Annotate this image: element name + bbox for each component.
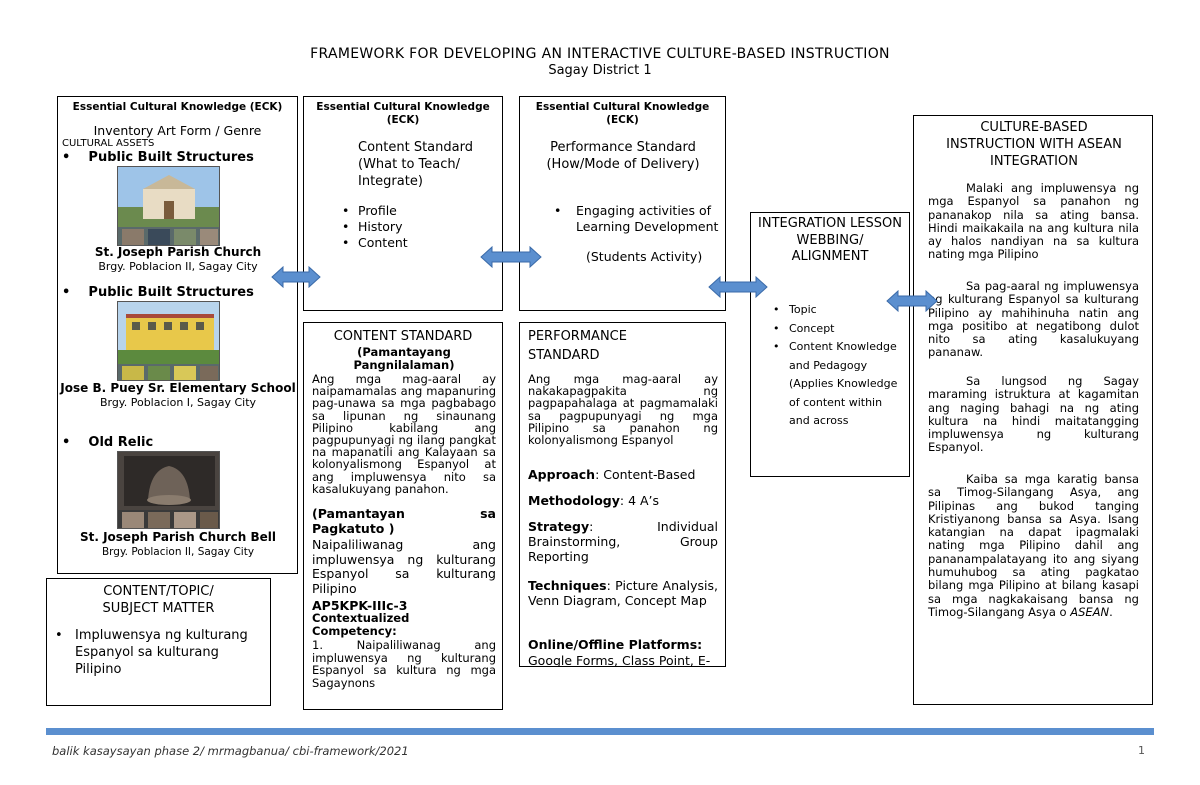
topic-title: CONTENT/TOPIC/ SUBJECT MATTER — [47, 583, 270, 617]
school-photo — [117, 301, 220, 381]
integration-list: Topic Concept Content Knowledge and Peda… — [769, 301, 901, 431]
church-photo — [117, 166, 220, 246]
performance-item-text: Engaging activities of Learning Developm… — [576, 203, 719, 234]
bell-photo — [117, 451, 220, 529]
asset-heading-2: • Public Built Structures — [62, 285, 254, 300]
double-arrow-icon — [886, 290, 938, 312]
church-location: Brgy. Poblacion II, Sagay City — [98, 260, 258, 273]
competency-label: Contextualized Competency: — [312, 611, 410, 638]
asean-emphasis: ASEAN — [1070, 604, 1110, 619]
asset-heading-3: • Old Relic — [62, 435, 154, 450]
performance-standard-detail-box: PERFORMANCE STANDARD Ang mga mag-aaral a… — [519, 322, 726, 667]
content-standard-title: CONTENT STANDARD — [333, 329, 473, 344]
asean-paragraph-2: Sa pag-aaral ng impluwensya ng kulturang… — [928, 279, 1139, 360]
church-caption: St. Joseph Parish Church Brgy. Poblacion… — [58, 245, 297, 274]
list-item: Content — [338, 235, 488, 251]
content-standard-list: Profile History Content — [338, 203, 488, 251]
techniques-value: : Picture Analysis, Venn Diagram, Concep… — [528, 578, 718, 608]
content-standard-heading: Content Standard (What to Teach/ Integra… — [358, 140, 473, 189]
pagkatuto-body: Naipaliliwanag ang impluwensya ng kultur… — [312, 537, 496, 596]
platforms-label: Online/Offline Platforms: — [528, 637, 703, 652]
content-standard-body: Ang mga mag-aaral ay naipamamalas ang ma… — [312, 372, 496, 496]
asean-integration-box: CULTURE-BASED INSTRUCTION WITH ASEAN INT… — [913, 115, 1153, 705]
school-location: Brgy. Poblacion I, Sagay City — [99, 396, 257, 409]
school-name: Jose B. Puey Sr. Elementary School — [60, 381, 296, 395]
topic-item: • Impluwensya ng kulturang Espanyol sa k… — [55, 628, 248, 677]
church-name: St. Joseph Parish Church — [94, 245, 262, 259]
eck-title: Essential Cultural Knowledge (ECK) — [72, 101, 283, 113]
approach-value: : Content-Based — [595, 467, 696, 482]
bell-location: Brgy. Poblacion II, Sagay City — [101, 546, 255, 558]
asset-heading-1: • Public Built Structures — [62, 150, 254, 165]
topic-title-line1: CONTENT/TOPIC/ — [103, 584, 214, 599]
integration-title: INTEGRATION LESSON WEBBING/ ALIGNMENT — [758, 216, 902, 264]
content-topic-box: CONTENT/TOPIC/ SUBJECT MATTER • Impluwen… — [46, 578, 271, 706]
list-item: Topic — [769, 301, 901, 320]
content-standard-detail-box: CONTENT STANDARD (Pamantayang Pangnilala… — [303, 322, 503, 710]
list-item: Concept — [769, 320, 901, 339]
list-item: History — [338, 219, 488, 235]
topic-title-line2: SUBJECT MATTER — [102, 601, 215, 616]
list-item: Profile — [338, 203, 488, 219]
double-arrow-icon — [271, 266, 321, 288]
competency-body: 1. Naipaliliwanag ang impluwensya ng kul… — [312, 638, 496, 690]
strategy-line: Strategy: Individual Brainstorming, Grou… — [528, 519, 718, 564]
integration-lesson-box: INTEGRATION LESSON WEBBING/ ALIGNMENT To… — [750, 212, 910, 477]
strategy-label: Strategy — [528, 519, 590, 534]
document-subtitle: Sagay District 1 — [548, 63, 652, 78]
content-standard-subtitle: (Pamantayang Pangnilalaman) — [353, 345, 455, 372]
techniques-label: Techniques — [528, 578, 607, 593]
cultural-assets-label: CULTURAL ASSETS — [62, 138, 155, 149]
approach-line: Approach: Content-Based — [528, 467, 718, 482]
eck-content-standard-box: Essential Cultural Knowledge (ECK) Conte… — [303, 96, 503, 311]
methodology-label: Methodology — [528, 493, 620, 508]
footer-divider — [46, 728, 1154, 735]
asean-paragraph-4: Kaiba sa mga karatig bansa sa Timog-Sila… — [928, 472, 1139, 619]
methodology-line: Methodology: 4 A’s — [528, 493, 718, 508]
methodology-value: : 4 A’s — [619, 493, 660, 508]
asean-title: CULTURE-BASED INSTRUCTION WITH ASEAN INT… — [946, 120, 1122, 169]
students-activity-note: (Students Activity) — [586, 249, 703, 264]
footer-text: balik kasaysayan phase 2/ mrmagbanua/ cb… — [52, 744, 409, 758]
competency-code: AP5KPK-IIIc-3 — [312, 598, 408, 613]
eck-title: Essential Cultural Knowledge (ECK) — [535, 101, 710, 126]
bell-name: St. Joseph Parish Church Bell — [79, 530, 277, 544]
asean-paragraph-1: Malaki ang impluwensya ng mga Espanyol s… — [928, 181, 1139, 262]
performance-standard-body: Ang mga mag-aaral ay nakakapagpakita ng … — [528, 372, 718, 448]
double-arrow-icon — [708, 276, 768, 298]
pagkatuto-label: (Pamantayan sa Pagkatuto ) — [312, 506, 496, 536]
document-title: FRAMEWORK FOR DEVELOPING AN INTERACTIVE … — [310, 46, 890, 62]
list-item: Content Knowledge and Pedagogy (Applies … — [769, 338, 901, 431]
inventory-heading: Inventory Art Form / Genre — [93, 123, 262, 138]
school-caption: Jose B. Puey Sr. Elementary School Brgy.… — [58, 381, 297, 410]
strategy-value: : Individual Brainstorming, Group Report… — [528, 519, 718, 564]
platforms-value: Google Forms, Class Point, E- — [528, 653, 711, 667]
performance-standard-title: PERFORMANCE STANDARD — [528, 329, 627, 363]
performance-standard-heading: Performance Standard (How/Mode of Delive… — [546, 140, 700, 172]
performance-standard-item: • Engaging activities of Learning Develo… — [554, 203, 719, 234]
topic-item-text: Impluwensya ng kulturang Espanyol sa kul… — [75, 628, 248, 677]
page-number: 1 — [1138, 744, 1145, 757]
eck-performance-standard-box: Essential Cultural Knowledge (ECK) Perfo… — [519, 96, 726, 311]
asean-paragraph-3: Sa lungsod ng Sagay maraming istruktura … — [928, 374, 1139, 455]
approach-label: Approach — [528, 467, 596, 482]
bell-caption: St. Joseph Parish Church Bell Brgy. Pobl… — [58, 530, 297, 559]
techniques-line: Techniques: Picture Analysis, Venn Diagr… — [528, 578, 718, 608]
eck-title: Essential Cultural Knowledge (ECK) — [316, 101, 490, 126]
double-arrow-icon — [480, 246, 542, 268]
cultural-assets-box: Essential Cultural Knowledge (ECK) Inven… — [57, 96, 298, 574]
